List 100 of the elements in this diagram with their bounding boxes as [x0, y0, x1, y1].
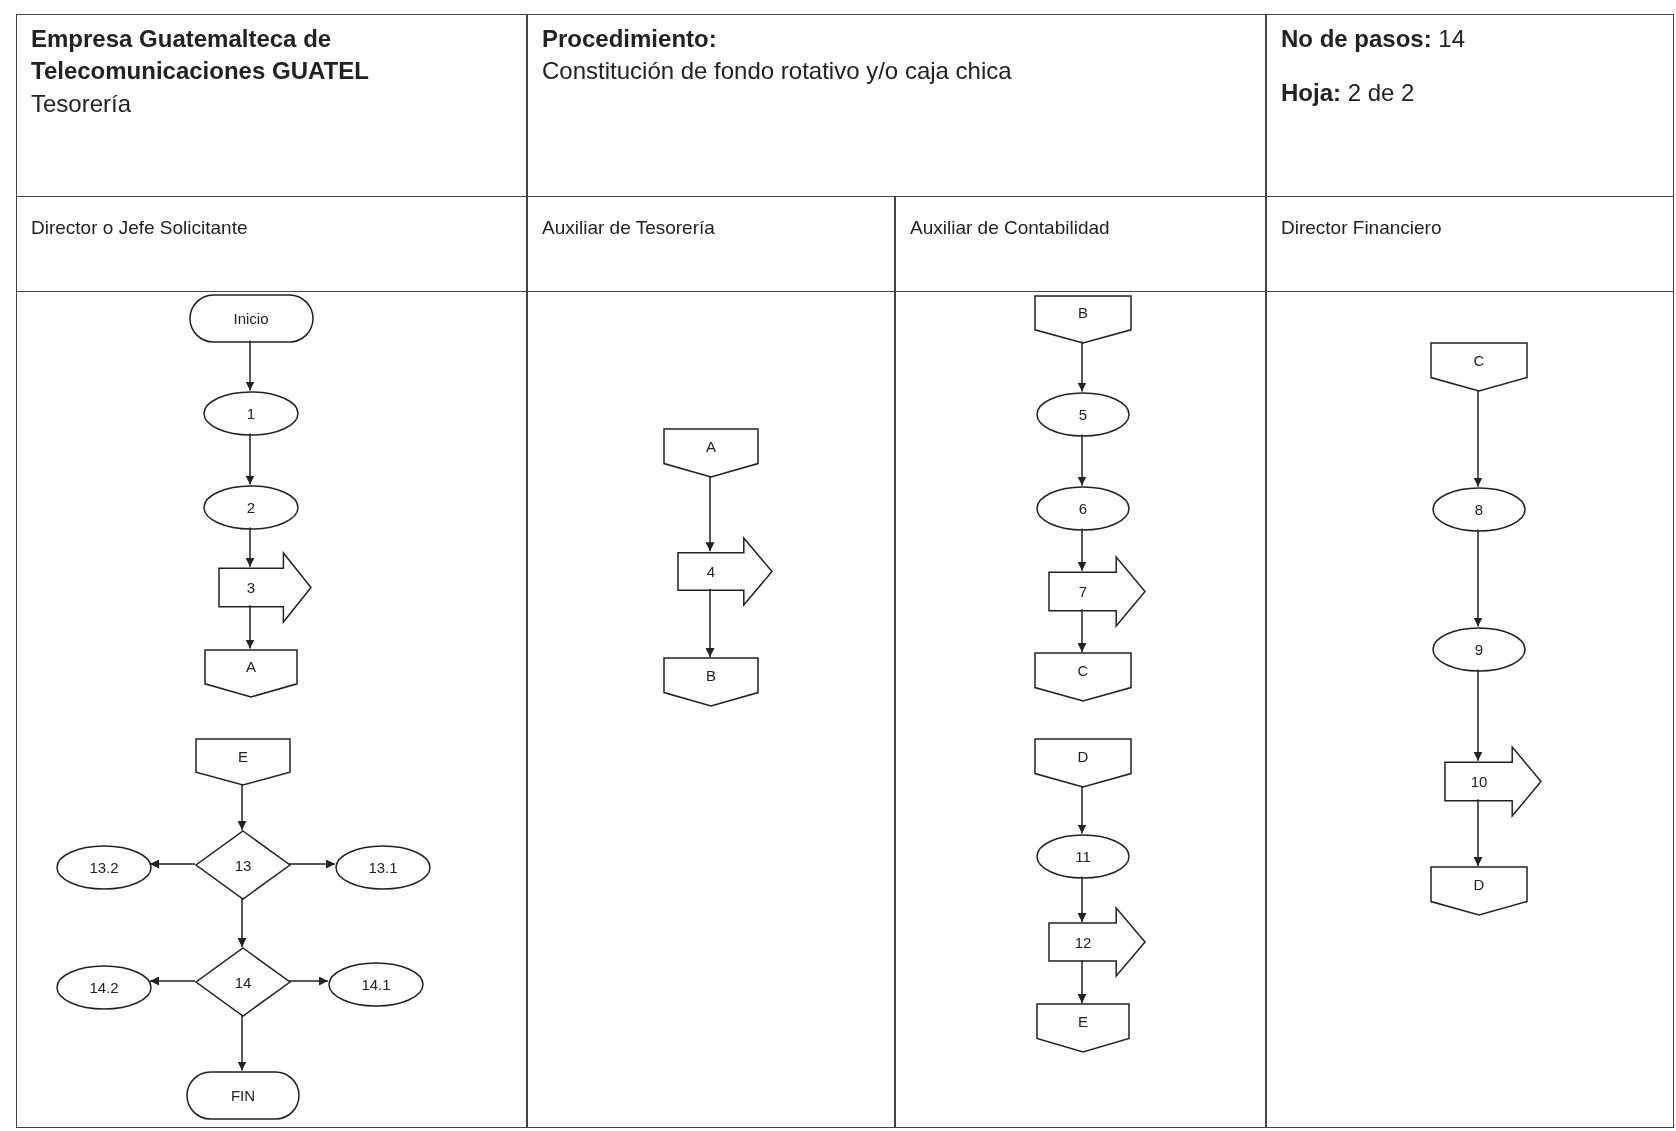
step-label: 14 — [234, 973, 252, 991]
decision-diamond — [196, 948, 290, 1016]
flow-arrow — [705, 588, 715, 658]
step-label: 7 — [1078, 582, 1088, 600]
flow-arrow — [237, 783, 247, 831]
swimlane — [527, 196, 895, 1128]
flow-arrow — [245, 339, 255, 392]
header-text: Tesorería — [31, 88, 133, 119]
flow-arrow — [705, 475, 715, 552]
step-label: FIN — [230, 1086, 256, 1104]
decision-diamond — [196, 831, 290, 899]
step-label: A — [246, 657, 256, 675]
flow-arrow — [149, 976, 196, 986]
step-label: 13.2 — [89, 858, 119, 876]
flow-arrow — [1473, 389, 1483, 488]
flow-arrow — [288, 859, 336, 869]
step-label: Inicio — [233, 309, 269, 327]
header-text: Constitución de fondo rotativo y/o caja chica — [542, 56, 1013, 87]
operation-ellipse — [329, 962, 423, 1006]
flow-arrow — [237, 897, 247, 948]
operation-ellipse — [204, 391, 298, 435]
terminal-shape — [189, 294, 313, 342]
operation-ellipse — [1433, 487, 1525, 531]
header-panel — [527, 14, 1266, 197]
step-label: 13.1 — [368, 858, 398, 876]
swimlane — [1266, 196, 1674, 1128]
offpage-connector — [1431, 343, 1527, 391]
step-label: 5 — [1078, 405, 1088, 423]
operation-ellipse — [1037, 486, 1129, 530]
operation-ellipse — [336, 845, 430, 889]
step-label: 3 — [246, 578, 256, 596]
offpage-connector — [1035, 653, 1131, 701]
step-label: 1 — [246, 404, 256, 422]
header-text: No de pasos: 14 — [1281, 24, 1467, 54]
offpage-connector — [664, 658, 758, 706]
step-label: E — [238, 747, 248, 765]
step-label: B — [1078, 303, 1088, 321]
offpage-connector — [1037, 1004, 1129, 1052]
step-label: 4 — [706, 562, 716, 580]
header-text: Hoja: 2 de 2 — [1281, 78, 1416, 109]
flow-arrow — [1077, 959, 1087, 1004]
flow-arrow — [1473, 528, 1483, 628]
flow-arrow — [1077, 785, 1087, 835]
flow-arrow — [149, 859, 196, 869]
flow-arrow — [237, 1014, 247, 1072]
flow-arrow — [1077, 608, 1087, 653]
offpage-connector — [205, 649, 297, 697]
operation-ellipse — [1037, 392, 1129, 436]
step-label: E — [1078, 1012, 1088, 1030]
lane-title: Auxiliar de Contabilidad — [910, 217, 1110, 239]
transport-arrow-shape — [678, 537, 773, 605]
step-label: D — [1077, 747, 1089, 765]
flow-arrow — [245, 432, 255, 486]
offpage-connector — [1431, 867, 1527, 915]
swimlane — [16, 196, 527, 1128]
step-label: 8 — [1474, 500, 1484, 518]
step-label: C — [1473, 351, 1485, 369]
step-label: 9 — [1474, 640, 1484, 658]
step-label: D — [1473, 875, 1485, 893]
step-label: 2 — [246, 498, 256, 516]
swimlane — [895, 196, 1266, 1128]
step-label: 6 — [1078, 499, 1088, 517]
operation-ellipse — [57, 845, 151, 889]
offpage-connector — [1035, 739, 1131, 787]
flow-arrow — [1077, 875, 1087, 923]
flow-arrow — [1077, 433, 1087, 487]
step-label: 14.1 — [361, 975, 391, 993]
step-label: B — [706, 666, 716, 684]
step-label: 10 — [1470, 772, 1488, 790]
flow-arrow — [245, 604, 255, 650]
operation-ellipse — [1433, 627, 1525, 671]
step-label: A — [706, 437, 716, 455]
transport-arrow-shape — [218, 552, 311, 622]
header-text: Procedimiento: — [542, 24, 718, 54]
operation-ellipse — [1037, 834, 1129, 878]
step-label: 14.2 — [89, 978, 119, 996]
transport-arrow-shape — [1049, 556, 1146, 626]
transport-arrow-shape — [1049, 908, 1146, 976]
flow-arrow — [1473, 668, 1483, 762]
flow-arrow — [288, 976, 329, 986]
flow-arrow — [1473, 798, 1483, 867]
offpage-connector — [664, 429, 758, 477]
step-label: 11 — [1075, 847, 1091, 865]
lane-title: Auxiliar de Tesorería — [542, 217, 715, 239]
flow-arrow — [245, 526, 255, 568]
flow-arrow — [1077, 340, 1087, 393]
step-label: 12 — [1074, 933, 1092, 951]
terminal-shape — [187, 1071, 299, 1119]
step-label: 13 — [234, 856, 252, 874]
lane-title: Director Financiero — [1281, 217, 1442, 239]
operation-ellipse — [204, 485, 298, 529]
header-panel — [1266, 14, 1674, 197]
transport-arrow-shape — [1445, 746, 1542, 816]
offpage-connector — [196, 739, 290, 785]
operation-ellipse — [57, 965, 151, 1009]
flow-arrow — [1077, 527, 1087, 572]
offpage-connector — [1035, 295, 1131, 343]
header-panel — [16, 14, 527, 197]
header-text: Empresa Guatemalteca de Telecomunicaciones GUATEL — [31, 24, 370, 87]
step-label: C — [1077, 661, 1089, 679]
